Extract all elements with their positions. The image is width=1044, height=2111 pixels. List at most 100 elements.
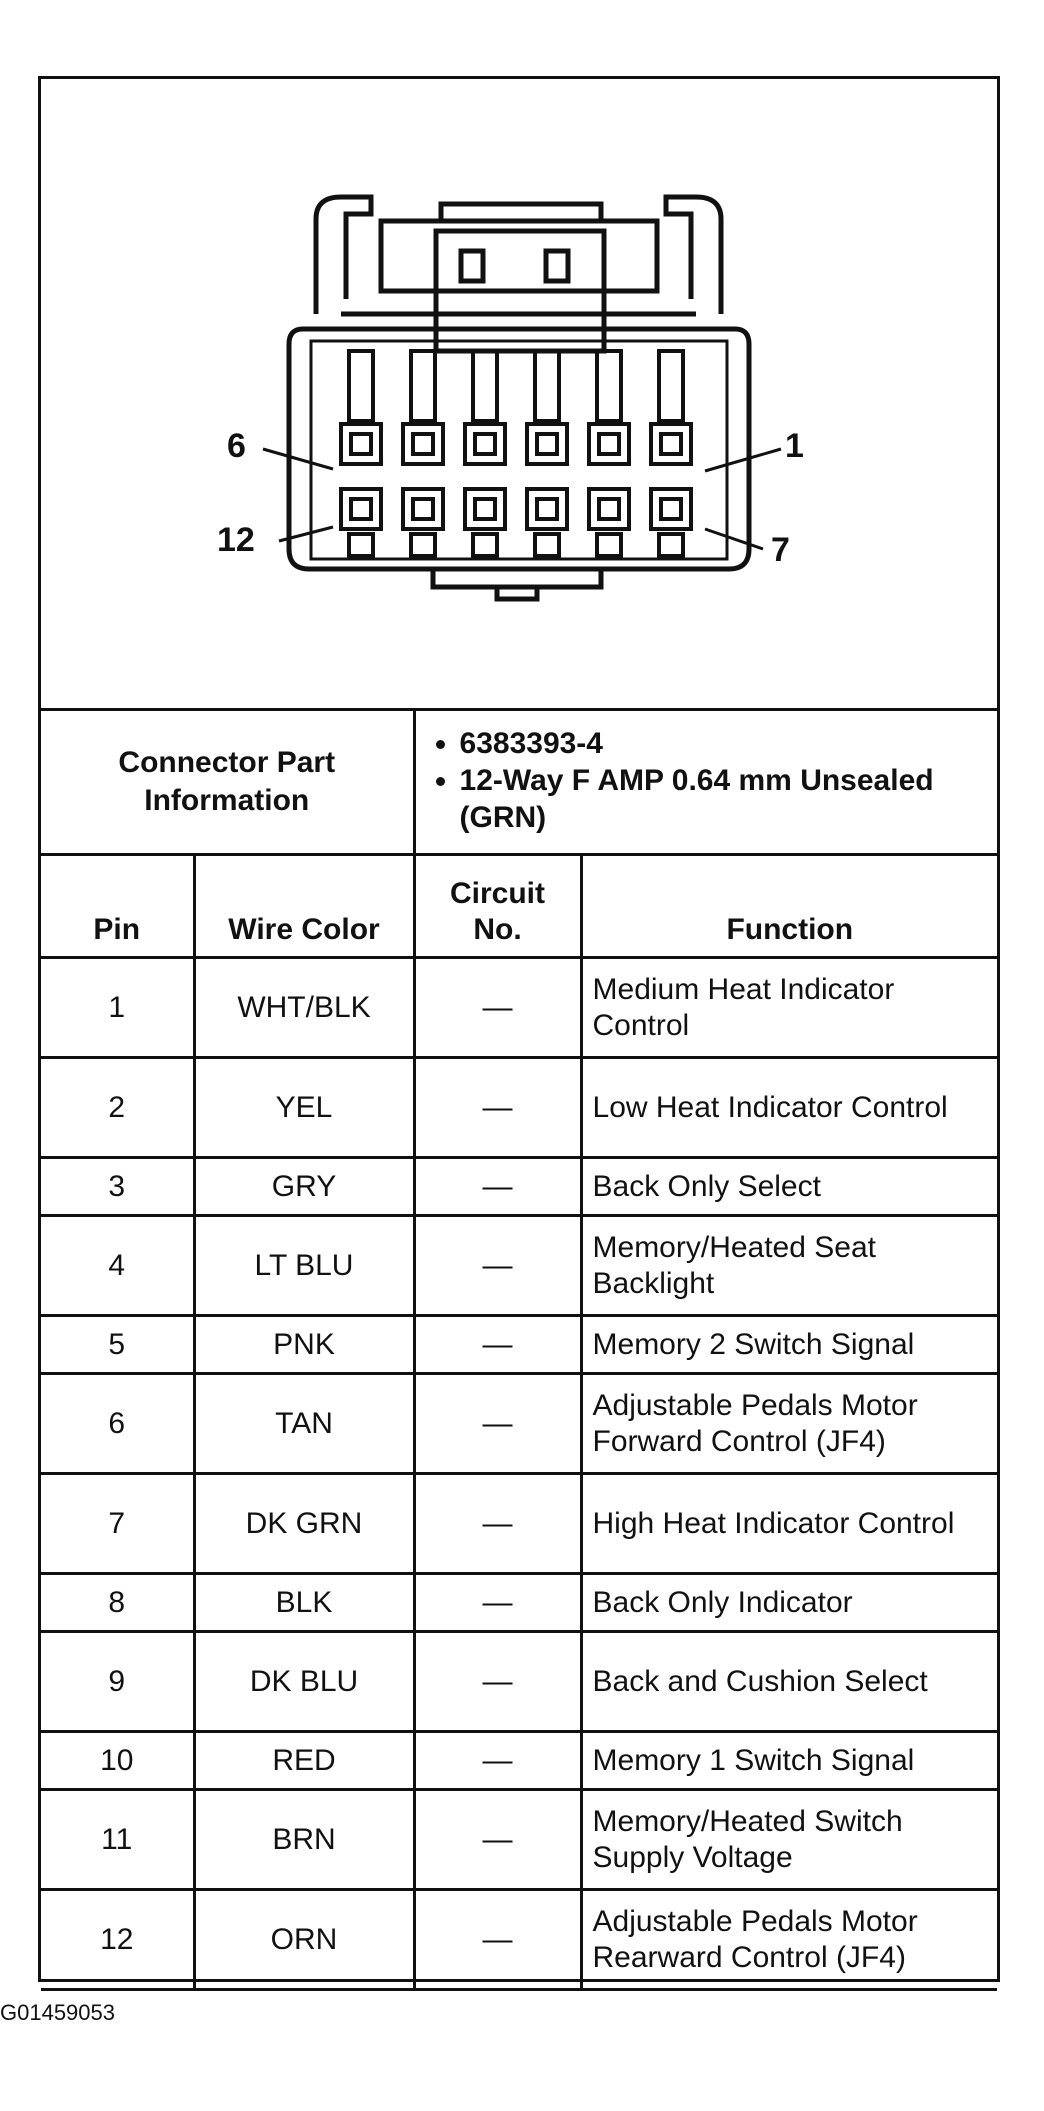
terminal-slot <box>409 532 437 558</box>
circuit-cell: — <box>412 956 583 1059</box>
circuit-cell: — <box>412 1888 583 1991</box>
wire-color-cell: PNK <box>192 1314 416 1375</box>
pin-cell: 11 <box>41 1788 196 1891</box>
connector-description: 12-Way F AMP 0.64 mm Unsealed (GRN) <box>460 762 988 836</box>
pin-cell: 9 <box>41 1630 196 1733</box>
pin-contact <box>473 497 497 521</box>
circuit-cell: — <box>412 1214 583 1317</box>
terminal-slot <box>595 349 623 423</box>
function-cell: Memory/Heated Switch Supply Voltage <box>579 1788 998 1891</box>
function-cell: Memory 1 Switch Signal <box>579 1730 998 1791</box>
pin-cavity <box>649 487 693 531</box>
terminal-slot <box>409 349 437 423</box>
pin-cavity <box>587 422 631 466</box>
circuit-cell: — <box>412 1472 583 1575</box>
figure-id: G01459053 <box>0 2000 115 2025</box>
circuit-cell: — <box>412 1730 583 1791</box>
wire-color-cell: DK BLU <box>192 1630 416 1733</box>
pin-cavity <box>339 422 383 466</box>
pin-label-1: 1 <box>785 427 804 465</box>
header-wire-color: Wire Color <box>192 853 416 959</box>
connector-info-label: Connector Part Information <box>41 711 416 856</box>
function-cell: Memory 2 Switch Signal <box>579 1314 998 1375</box>
pin-cell: 7 <box>41 1472 196 1575</box>
wire-color-cell: BRN <box>192 1788 416 1891</box>
pin-cavity <box>463 487 507 531</box>
pin-cavity <box>401 422 445 466</box>
terminal-slot <box>347 532 375 558</box>
pin-label-12: 12 <box>217 521 255 559</box>
terminal-slot <box>657 532 685 558</box>
function-cell: High Heat Indicator Control <box>579 1472 998 1575</box>
function-cell: Adjustable Pedals Motor Forward Control … <box>579 1372 998 1475</box>
pin-cell: 10 <box>41 1730 196 1791</box>
pinout-table: Connector Part Information 6383393-4 12-… <box>41 711 998 1991</box>
pin-contact <box>535 432 559 456</box>
wire-color-cell: GRY <box>192 1156 416 1217</box>
pin-cavity <box>587 487 631 531</box>
wire-color-cell: LT BLU <box>192 1214 416 1317</box>
header-function: Function <box>579 853 998 959</box>
connector-info-row: Connector Part Information 6383393-4 12-… <box>41 711 998 856</box>
pin-cell: 6 <box>41 1372 196 1475</box>
circuit-cell: — <box>412 1630 583 1733</box>
pin-contact <box>349 432 373 456</box>
terminal-slot <box>471 532 499 558</box>
header-circuit: Circuit No. <box>412 853 583 959</box>
pin-cell: 2 <box>41 1056 196 1159</box>
wire-color-cell: BLK <box>192 1572 416 1633</box>
wire-color-cell: TAN <box>192 1372 416 1475</box>
function-cell: Back and Cushion Select <box>579 1630 998 1733</box>
wire-color-cell: WHT/BLK <box>192 956 416 1059</box>
circuit-cell: — <box>412 1156 583 1217</box>
terminal-slot <box>347 349 375 423</box>
function-cell: Adjustable Pedals Motor Rearward Control… <box>579 1888 998 1991</box>
pin-contact <box>473 432 497 456</box>
pin-cavity <box>401 487 445 531</box>
pin-contact <box>659 432 683 456</box>
circuit-cell: — <box>412 1788 583 1891</box>
pin-cavity <box>339 487 383 531</box>
pin-contact <box>535 497 559 521</box>
circuit-cell: — <box>412 1572 583 1633</box>
wire-color-cell: RED <box>192 1730 416 1791</box>
pin-label-6: 6 <box>227 427 246 465</box>
connector-info-details: 6383393-4 12-Way F AMP 0.64 mm Unsealed … <box>412 711 998 856</box>
pin-cell: 1 <box>41 956 196 1059</box>
pin-contact <box>597 432 621 456</box>
terminal-slot <box>595 532 623 558</box>
function-cell: Memory/Heated Seat Backlight <box>579 1214 998 1317</box>
pin-contact <box>411 432 435 456</box>
circuit-cell: — <box>412 1056 583 1159</box>
terminal-slot <box>533 349 561 423</box>
pin-contact <box>597 497 621 521</box>
circuit-cell: — <box>412 1372 583 1475</box>
connector-diagram: 6 1 12 7 <box>41 79 997 711</box>
wire-color-cell: ORN <box>192 1888 416 1991</box>
terminal-slot <box>471 349 499 423</box>
pin-cell: 5 <box>41 1314 196 1375</box>
connector-part-number: 6383393-4 <box>460 725 988 762</box>
pin-contact <box>349 497 373 521</box>
pin-cavity <box>463 422 507 466</box>
pin-cavity <box>525 487 569 531</box>
wire-color-cell: DK GRN <box>192 1472 416 1575</box>
pin-cavity <box>525 422 569 466</box>
pin-contact <box>411 497 435 521</box>
table-header-row: Pin Wire Color Circuit No. Function <box>41 853 998 959</box>
pin-contact <box>659 497 683 521</box>
connector-face-drawing <box>262 194 782 602</box>
wire-color-cell: YEL <box>192 1056 416 1159</box>
function-cell: Medium Heat Indicator Control <box>579 956 998 1059</box>
